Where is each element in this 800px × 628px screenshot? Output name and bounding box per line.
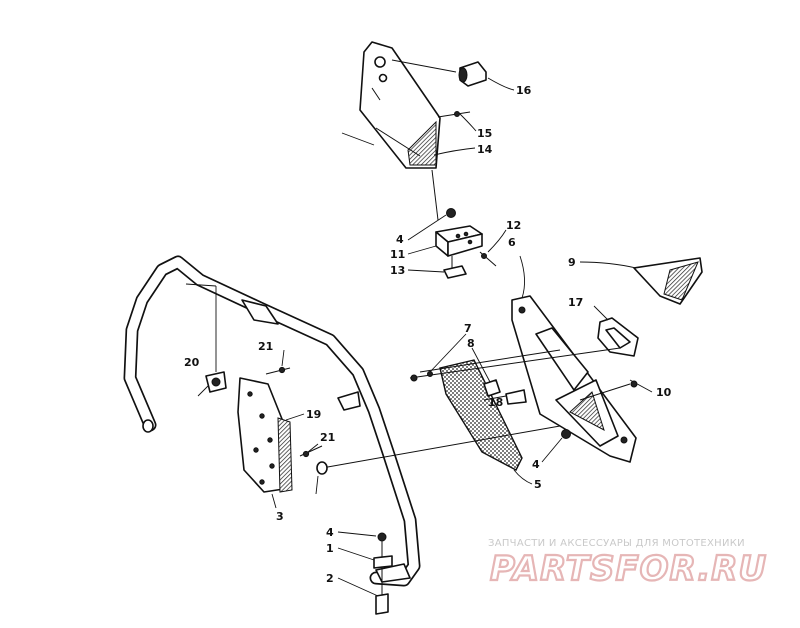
callout-2: 2 (326, 572, 334, 585)
callout-4-right: 4 (532, 458, 540, 471)
part-14-upper-plate (341, 41, 441, 169)
callout-21-bottom: 21 (320, 431, 335, 444)
callout-4-bottom: 4 (326, 526, 334, 539)
callout-14: 14 (477, 143, 493, 156)
parts-1-2-4-bottom (337, 531, 393, 615)
watermark-tagline: ЗАПЧАСТИ И АКСЕССУАРЫ ДЛЯ МОТОТЕХНИКИ (488, 538, 745, 549)
part-17-clip (593, 305, 639, 357)
callout-15: 15 (477, 127, 492, 140)
callout-17: 17 (568, 296, 583, 309)
callout-12: 12 (506, 219, 521, 232)
part-6-main-bracket (511, 255, 637, 463)
callout-16: 16 (516, 84, 532, 97)
callout-7: 7 (464, 322, 472, 335)
part-19-plate (237, 377, 305, 509)
callout-13: 13 (390, 264, 405, 277)
part-3-bumper-frame (123, 255, 421, 587)
part-3-nut (316, 461, 328, 475)
callout-21-top: 21 (258, 340, 273, 353)
part-20-clamp (197, 371, 227, 397)
callout-11: 11 (390, 248, 405, 261)
cross-rod (409, 333, 653, 463)
callout-5: 5 (534, 478, 542, 491)
callout-1: 1 (326, 542, 334, 555)
part-9-cover (579, 257, 703, 305)
callout-labels: 16 15 14 4 11 12 6 13 9 17 7 8 20 21 18 … (184, 84, 672, 585)
callout-9: 9 (568, 256, 576, 269)
callout-8: 8 (467, 337, 475, 350)
part-21-screws (265, 349, 323, 458)
callout-4-top: 4 (396, 233, 404, 246)
callout-20: 20 (184, 356, 200, 369)
part-16-bushing (391, 59, 515, 91)
callout-10: 10 (656, 386, 672, 399)
mounting-rod (321, 425, 561, 469)
part-15-bolt (437, 111, 477, 132)
callout-3: 3 (276, 510, 284, 523)
watermark-logo: PARTSFOR.RU (490, 549, 767, 589)
callout-6: 6 (508, 236, 516, 249)
callout-18: 18 (488, 396, 503, 409)
callout-19: 19 (306, 408, 321, 421)
watermark: ЗАПЧАСТИ И АКСЕССУАРЫ ДЛЯ МОТОТЕХНИКИ PA… (488, 538, 767, 590)
part-11-bracket (407, 169, 507, 279)
part-5-mesh-screen (439, 359, 533, 485)
